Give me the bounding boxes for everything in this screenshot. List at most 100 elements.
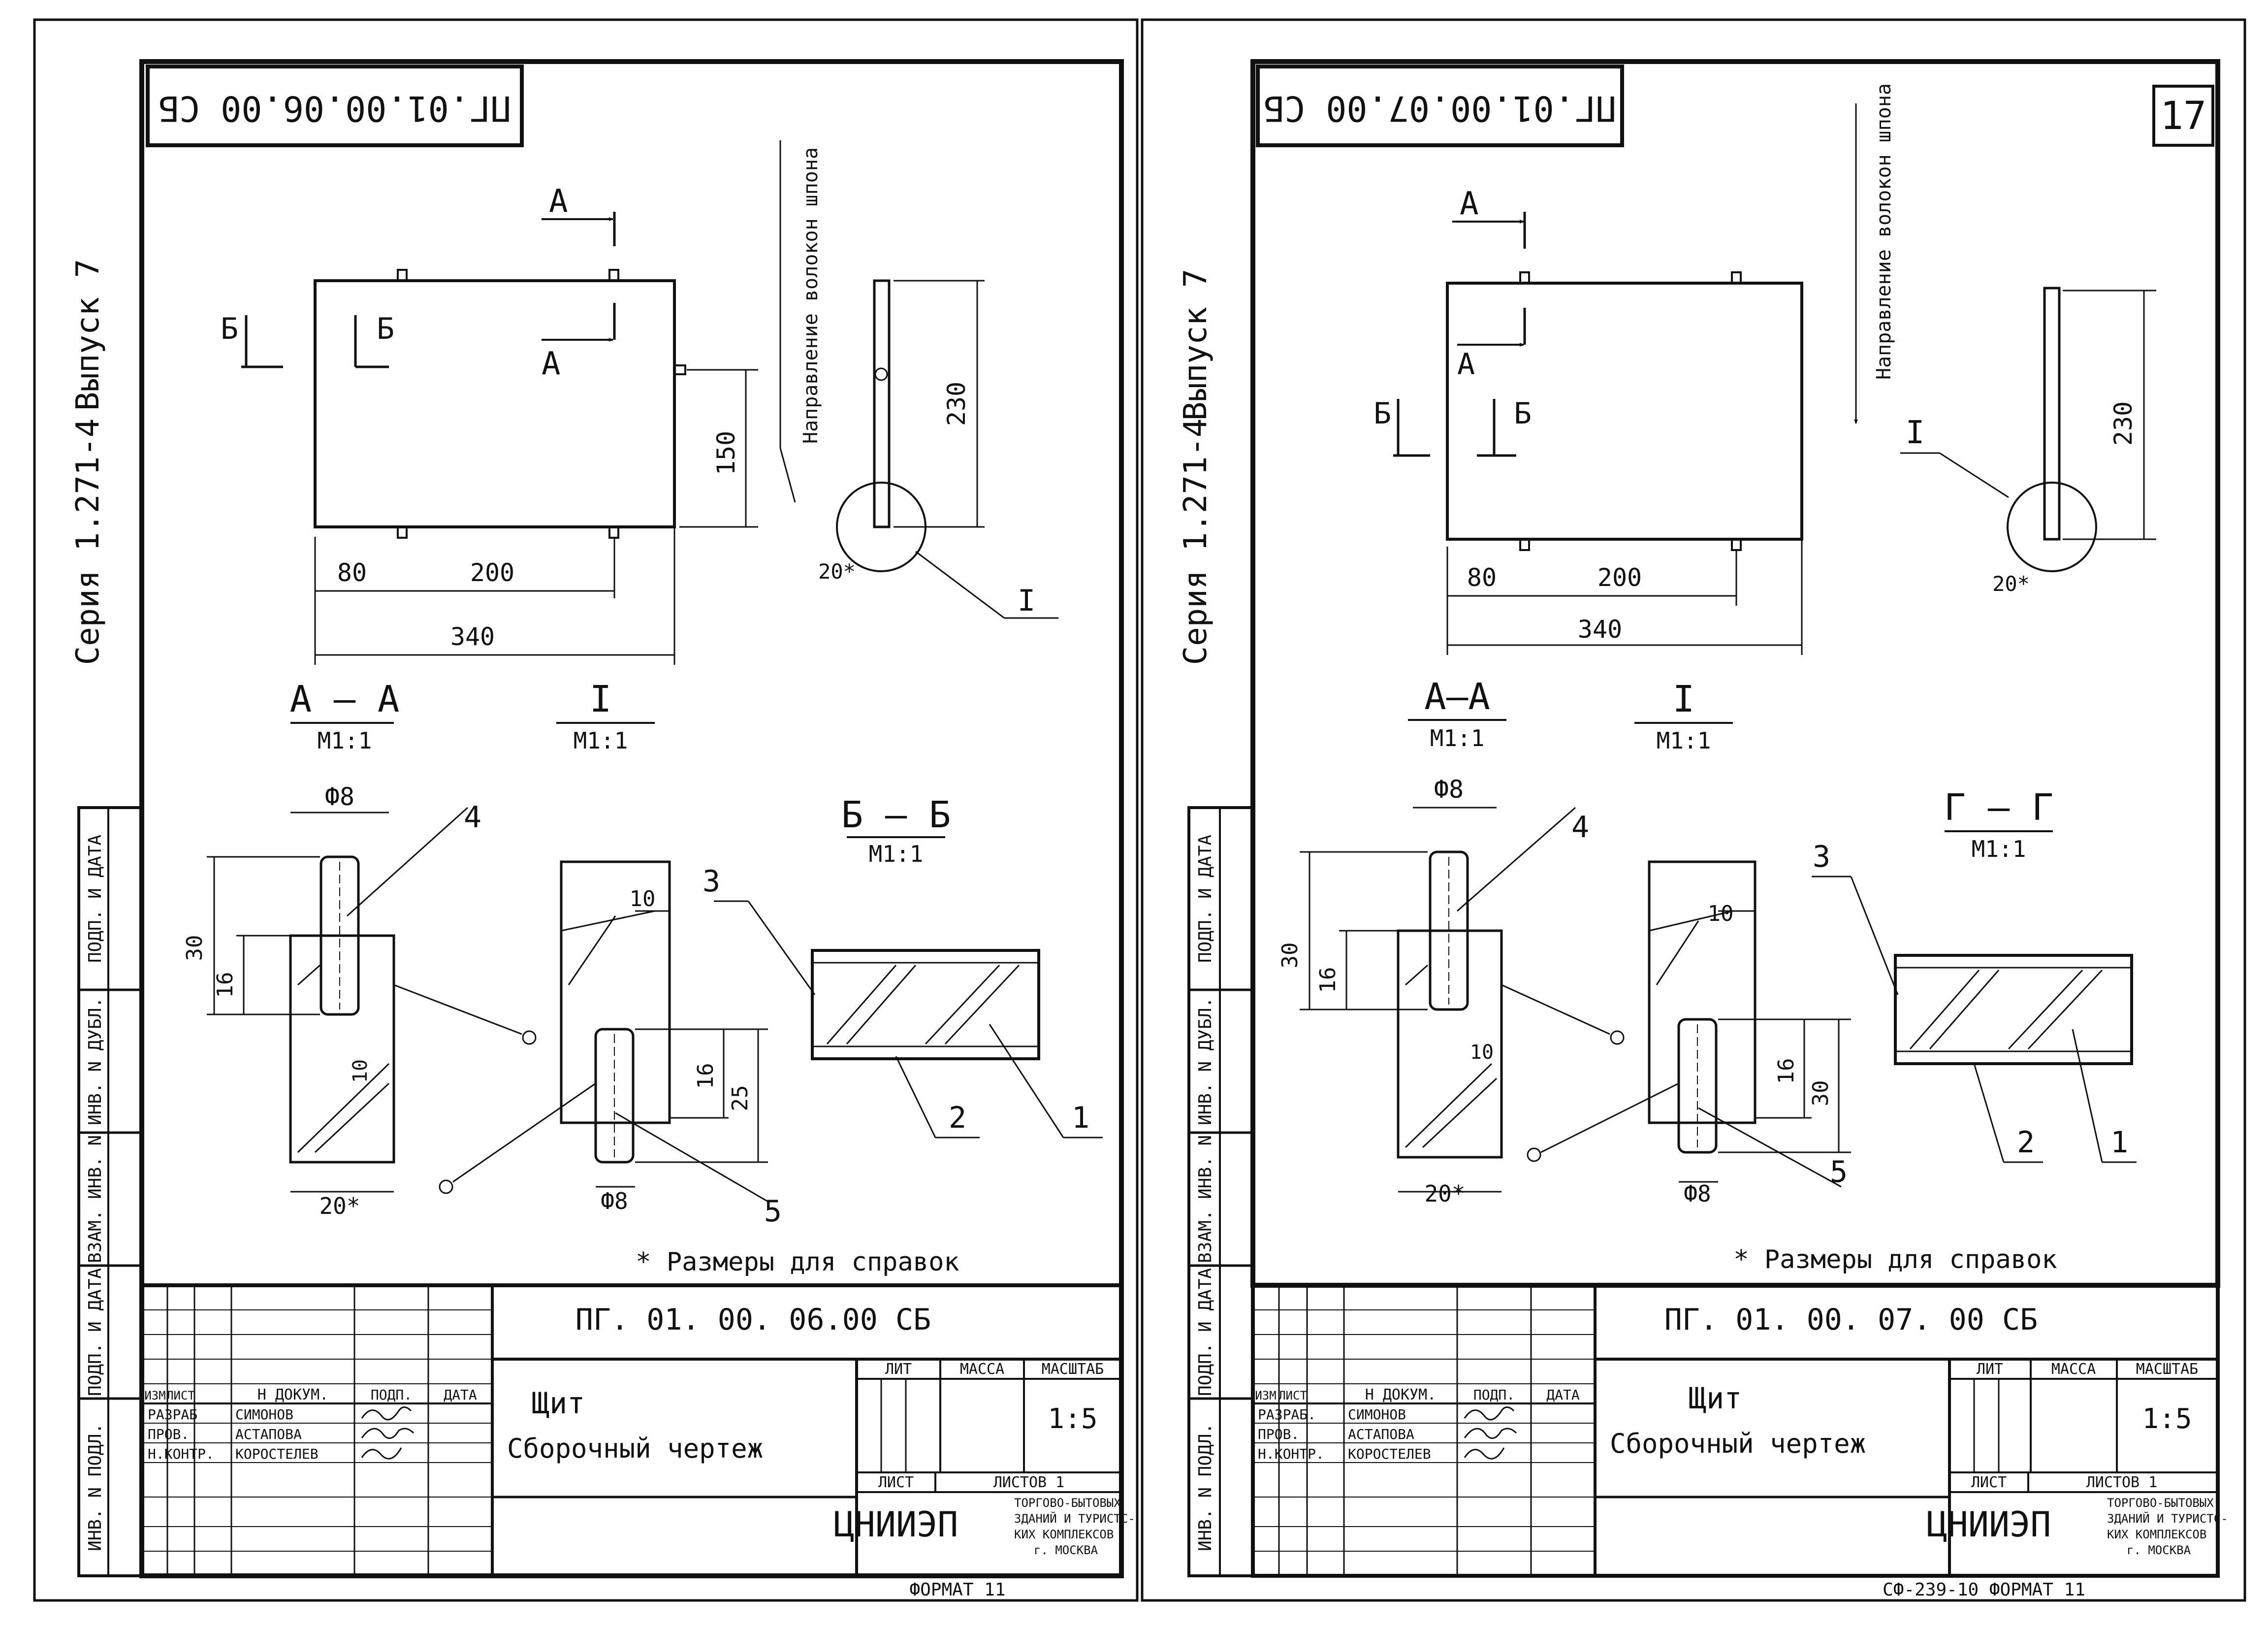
right-page-box [2152, 85, 2214, 147]
right-dim-230: 230 [2109, 401, 2138, 446]
right-aa-scale: М1:1 [1430, 725, 1485, 751]
left-grain-direction: Направление волокон шпона [799, 147, 822, 444]
left-dim-150: 150 [712, 431, 740, 475]
left-panel-outline [314, 279, 676, 528]
right-dim-80: 80 [1467, 563, 1497, 592]
right-aa-dim-16: 16 [1315, 967, 1341, 993]
right-i-dim-30: 30 [1808, 1080, 1833, 1107]
right-aa-dim-20: 20* [1424, 1180, 1465, 1207]
right-side-view [2043, 287, 2061, 541]
right-stamp-code: ПГ.01.00.07.00 СБ [1264, 88, 1616, 129]
left-mark-b-inner: Б [377, 312, 394, 346]
left-signature-2 [361, 1428, 415, 1439]
right-dim-20: 20* [1992, 572, 2030, 596]
left-aa-leader-4: 4 [464, 800, 481, 835]
right-signature-3 [1464, 1447, 1505, 1460]
right-gg-title: Г – Г [1944, 786, 2054, 829]
left-section-i: 10 16 25 Ф8 5 [439, 860, 782, 1229]
left-signature-3 [361, 1447, 402, 1460]
left-i-dim-25: 25 [728, 1085, 753, 1111]
right-hdr-ndok: Н ДОКУМ. [1365, 1386, 1437, 1403]
right-main-view: А А Б Б 80 200 340 Направление волокон ш… [1374, 83, 2156, 655]
right-lit: ЛИТ [1977, 1361, 2003, 1378]
left-name-prov: АСТАПОВА [235, 1426, 302, 1442]
right-title-block: ИЗМ ЛИСТ Н ДОКУМ. ПОДП. ДАТА РАЗРАБ. СИМ… [1251, 1283, 2228, 1600]
left-aa-dim-30: 30 [182, 935, 207, 961]
left-role-nkontr: Н.КОНТР. [148, 1446, 214, 1462]
left-stamp-box [146, 65, 524, 147]
right-mark-a-top: А [1460, 186, 1479, 222]
right-gg-leader-1: 1 [2110, 1125, 2128, 1160]
left-org-0: ТОРГОВО-БЫТОВЫХ [1014, 1496, 1121, 1510]
right-i-dowel [1677, 1018, 1718, 1154]
left-subname: Сборочный чертеж [507, 1433, 763, 1464]
left-i-scale: М1:1 [574, 727, 628, 754]
right-masshtab: МАСШТАБ [2136, 1361, 2198, 1378]
left-main-view: А А Б Б 80 200 340 150 Нап [221, 140, 1058, 665]
left-i-title: I [590, 678, 612, 720]
left-bb-leader-3: 3 [703, 864, 720, 899]
right-role-razrab: РАЗРАБ. [1258, 1406, 1316, 1423]
left-org-3: г. МОСКВА [1034, 1543, 1098, 1557]
right-gg-leader-2: 2 [2017, 1125, 2035, 1160]
right-page-number: 17 [2160, 94, 2206, 138]
right-side-col-0: ПОДП. И ДАТА [1195, 835, 1215, 963]
left-dim-340: 340 [450, 622, 495, 651]
left-mark-a-top: А [549, 183, 568, 220]
left-bb-scale: М1:1 [869, 841, 924, 867]
right-i-leader-5: 5 [1830, 1155, 1848, 1189]
left-side-col-2: ВЗАМ. ИНВ. N [85, 1135, 105, 1263]
right-list: ЛИСТ [1971, 1474, 2007, 1491]
right-detail-circle [2007, 482, 2097, 572]
left-side-col-1: ИНВ. N ДУБЛ. [85, 997, 105, 1125]
left-i-dowel [594, 1028, 635, 1164]
right-name-nkontr: КОРОСТЕЛЕВ [1348, 1446, 1431, 1462]
left-side-columns: ПОДП. И ДАТА ИНВ. N ДУБЛ. ВЗАМ. ИНВ. N П… [77, 806, 143, 1577]
right-i-dim-16: 16 [1774, 1058, 1799, 1084]
right-issue: Выпуск 7 [1178, 269, 1214, 421]
left-title-block: ИЗМ ЛИСТ Н ДОКУМ. ПОДП. ДАТА РАЗРАБ СИМО… [140, 1283, 1135, 1600]
right-side-col-1: ИНВ. N ДУБЛ. [1195, 997, 1215, 1125]
right-doc-code: ПГ. 01. 00. 07. 00 СБ [1664, 1303, 2038, 1337]
right-role-prov: ПРОВ. [1258, 1426, 1299, 1442]
left-bb-leader-2: 2 [949, 1101, 966, 1135]
left-format: ФОРМАТ 11 [909, 1580, 1005, 1600]
right-org-1: ЗДАНИЙ И ТУРИСТС- [2107, 1511, 2228, 1526]
left-masshtab: МАСШТАБ [1042, 1361, 1104, 1378]
right-gg-scale: М1:1 [1972, 836, 2026, 862]
left-hdr-ndok: Н ДОКУМ. [257, 1386, 329, 1403]
left-stamp-code: ПГ.01.00.06.00 СБ [159, 88, 511, 129]
left-dim-20: 20* [818, 559, 856, 584]
left-name-razrab: СИМОНОВ [235, 1406, 293, 1423]
right-name-prov: АСТАПОВА [1348, 1426, 1414, 1442]
right-hdr-izm: ИЗМ [1255, 1389, 1276, 1402]
left-sheet: ПГ.01.00.06.00 СБ Серия 1.271-4 Выпуск 7… [33, 18, 1139, 1602]
left-hdr-izm: ИЗМ [144, 1389, 165, 1402]
left-issue: Выпуск 7 [70, 259, 106, 411]
right-subname: Сборочный чертеж [1610, 1428, 1866, 1459]
right-series: Серия 1.271-4 [1178, 419, 1214, 665]
right-org-3: г. МОСКВА [2127, 1543, 2191, 1557]
left-list: ЛИСТ [878, 1474, 914, 1491]
left-role-razrab: РАЗРАБ [148, 1406, 197, 1423]
left-side-col-0: ПОДП. И ДАТА [85, 835, 105, 963]
right-listov: ЛИСТОВ 1 [2086, 1474, 2158, 1491]
right-gg-leader-3: 3 [1813, 840, 1830, 874]
right-stamp-box [1256, 65, 1624, 147]
right-hdr-list: ЛИСТ [1278, 1389, 1307, 1402]
right-section-gg: 3 2 1 [1812, 840, 2137, 1163]
right-org-logo: ЦНИИЭП [1927, 1504, 2051, 1545]
right-side-col-2: ВЗАМ. ИНВ. N [1195, 1135, 1215, 1263]
right-scale: 1:5 [2142, 1403, 2192, 1435]
right-i-title: I [1673, 678, 1695, 720]
left-aa-title: А – А [290, 678, 400, 720]
right-section-aa: Ф8 30 16 10 20* 4 [1278, 775, 1625, 1207]
left-org-1: ЗДАНИЙ И ТУРИСТС- [1014, 1511, 1135, 1526]
left-dim-230: 230 [942, 382, 971, 426]
right-massa: МАССА [2051, 1361, 2096, 1378]
left-aa-phi: Ф8 [325, 782, 354, 811]
left-i-dim-16: 16 [693, 1063, 718, 1089]
left-massa: МАССА [960, 1361, 1004, 1378]
right-i-dim-10: 10 [1708, 901, 1734, 926]
right-aa-phi: Ф8 [1434, 775, 1464, 804]
